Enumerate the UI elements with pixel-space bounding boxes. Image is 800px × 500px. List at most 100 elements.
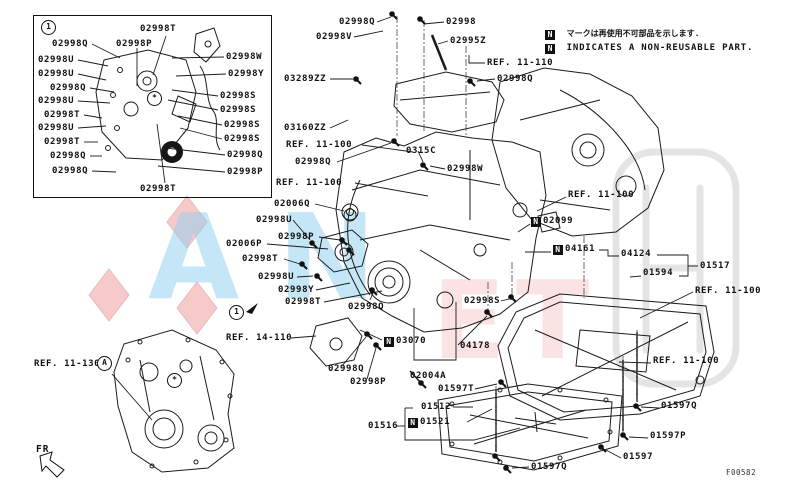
view-marker: 1 [41, 20, 56, 35]
leader-line [314, 203, 345, 212]
leader-line [157, 165, 226, 173]
part-label: 02995Z [450, 36, 487, 46]
part-label: 01517 [700, 261, 731, 271]
bolt-icon [484, 309, 493, 318]
bolt-icon [633, 403, 642, 412]
view-marker: 1 [229, 305, 244, 320]
bolt-icon [364, 331, 373, 340]
part-label: 01597Q [531, 462, 568, 472]
fr-direction-label: FR [36, 444, 50, 455]
leader-line [359, 329, 383, 341]
ref-label: REF. 11-100 [695, 286, 762, 296]
leader-line [296, 275, 314, 278]
part-label: 01597P [650, 431, 687, 441]
part-label: 02004A [410, 371, 447, 381]
leader-line [640, 406, 660, 409]
part-label: 02998U [38, 96, 75, 106]
part-label: 04124 [621, 249, 652, 259]
part-label: 02998S [220, 91, 257, 101]
n-badge-icon: N [531, 217, 541, 227]
part-label: 02006Q [274, 199, 311, 209]
bolt-icon [309, 240, 318, 249]
ref-label: REF. 11-110 [487, 58, 554, 68]
part-label: 02998V [316, 32, 353, 42]
part-label: 02998W [447, 164, 484, 174]
part-label: 02998Q [348, 302, 385, 312]
bolt-icon [346, 247, 355, 256]
part-label: 03160ZZ [284, 123, 327, 133]
leader-line [361, 144, 414, 153]
leader-line [152, 35, 167, 76]
leader-line [175, 73, 227, 77]
leader-line [468, 55, 485, 64]
ref-label: REF. 11-100 [276, 178, 343, 188]
leader-line [336, 142, 392, 163]
part-label: 02998U [38, 69, 75, 79]
leader-line [629, 275, 642, 278]
part-label: 02998Q [52, 39, 89, 49]
leader-line [354, 182, 429, 197]
leader-line [369, 292, 374, 301]
bolt-icon [373, 342, 382, 351]
part-label: 02998P [116, 39, 153, 49]
upper-oil-pan-art [497, 293, 715, 421]
ref-label: REF. 11-100 [286, 140, 353, 150]
front-case-art [113, 329, 235, 473]
ref-label: REF. 11-100 [568, 190, 635, 200]
part-label: 01597 [623, 452, 654, 462]
part-label: 02998Q [328, 364, 365, 374]
ref-label: REF. 11-100 [653, 356, 720, 366]
part-label: 02998Q [339, 17, 376, 27]
n-badge-icon: N [545, 30, 555, 40]
leader-line [618, 361, 652, 364]
part-label: 02998T [44, 110, 81, 120]
n-badge-icon: N [545, 44, 555, 54]
part-label: 04178 [460, 341, 491, 351]
leader-line [511, 466, 530, 469]
bolt-icon [420, 162, 429, 171]
leader-line [177, 115, 223, 126]
leader-line [290, 335, 317, 339]
bolt-icon [391, 138, 400, 147]
part-label: 02998T [44, 137, 81, 147]
part-label: 02998Q [295, 157, 332, 167]
leader-line [639, 291, 694, 319]
leader-line [77, 100, 111, 104]
part-label: 02998Q [227, 150, 264, 160]
part-label: 01594 [643, 268, 674, 278]
blue-letters-watermark: AN [148, 188, 415, 326]
leader-line [111, 373, 153, 421]
leader-line [474, 383, 498, 390]
leader-line [318, 236, 341, 241]
leader-line [323, 290, 383, 303]
part-label: 02998P [350, 377, 387, 387]
note-japanese-text: マークは再使用不可部品を示します. [566, 29, 700, 38]
leader-line [77, 125, 107, 129]
bolt-icon [508, 294, 517, 303]
leader-line [266, 243, 329, 250]
part-label: 02998T [285, 297, 322, 307]
main-engine-art [309, 34, 547, 367]
leader-line [500, 298, 510, 302]
part-label: 02006P [226, 239, 263, 249]
leader-line [599, 249, 619, 257]
bolt-icon [503, 465, 512, 474]
part-label: 02998T [242, 254, 279, 264]
leader-line [77, 59, 109, 67]
lower-oil-pan-art [437, 383, 623, 471]
part-label: 02998Y [228, 69, 265, 79]
ref-label: REF. 14-110 [226, 333, 293, 343]
part-label: 02998S [224, 120, 261, 130]
leader-line [165, 147, 226, 156]
bolt-icon [369, 287, 378, 296]
part-label: 02998U [38, 123, 75, 133]
leader-line [83, 114, 103, 119]
view-marker: * [167, 373, 182, 388]
bolt-icon [339, 237, 348, 246]
part-label: 01597Q [661, 401, 698, 411]
leader-line [457, 315, 488, 346]
